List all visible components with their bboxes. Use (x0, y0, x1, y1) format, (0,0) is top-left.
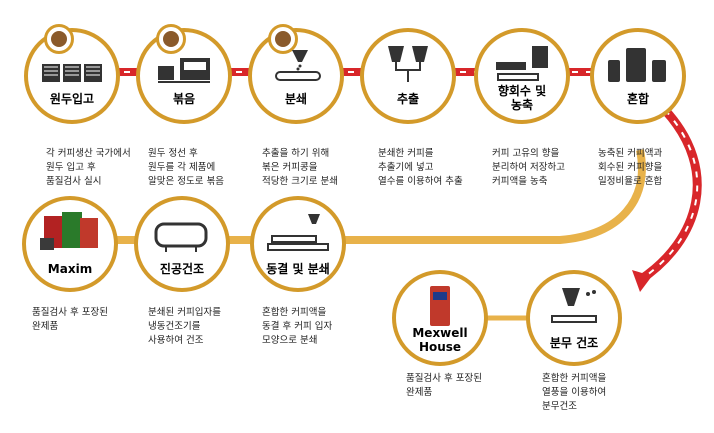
step-maxwell-product: Mexwell House (392, 270, 488, 366)
desc-line: 혼합한 커피액을 (262, 306, 402, 320)
step-aroma-recovery: 향회수 및 농축 (474, 28, 570, 124)
step-label: 원두입고 (24, 92, 120, 106)
step-maxim-product: Maxim (22, 196, 118, 292)
step-label: 혼합 (590, 92, 686, 106)
step-label: 분쇄 (248, 92, 344, 106)
step-description: 혼합한 커피액을 동결 후 커피 입자 모양으로 분쇄 (262, 306, 402, 348)
step-label: 볶음 (136, 92, 232, 106)
desc-line: 분무건조 (542, 400, 682, 414)
step-label: 동결 및 분쇄 (250, 262, 346, 276)
step-vacuum-drying: 진공건조 (134, 196, 230, 292)
mixer-tanks-icon (604, 42, 672, 90)
maxim-package-icon (36, 210, 104, 258)
bean-sacks-icon (38, 42, 106, 90)
step-label: Maxim (22, 262, 118, 276)
condenser-icon (488, 42, 556, 90)
step-label: 추출 (360, 92, 456, 106)
step-roasting: 볶음 (136, 28, 232, 124)
step-mixing: 혼합 (590, 28, 686, 124)
desc-line: 품질검사 후 포장된 (406, 372, 546, 386)
roaster-icon (150, 42, 218, 90)
desc-line: 열풍을 이용하여 (542, 386, 682, 400)
step-label: Mexwell House (392, 326, 488, 354)
step-description: 혼합한 커피액을 열풍을 이용하여 분무건조 (542, 372, 682, 414)
desc-line: 모양으로 분쇄 (262, 334, 402, 348)
step-label: 분무 건조 (526, 336, 622, 350)
step-grinding: 분쇄 (248, 28, 344, 124)
step-label: 향회수 및 농축 (474, 84, 570, 112)
step-spray-drying: 분무 건조 (526, 270, 622, 366)
grinder-icon (262, 42, 330, 90)
desc-line: 혼합한 커피액을 (542, 372, 682, 386)
step-freeze-grind: 동결 및 분쇄 (250, 196, 346, 292)
step-description: 농축된 커피액과 회수된 커피향을 일정비율로 혼합 (598, 147, 710, 189)
desc-line: 완제품 (406, 386, 546, 400)
step-description: 품질검사 후 포장된 완제품 (406, 372, 546, 400)
freeze-grinder-icon (264, 210, 332, 258)
spray-dryer-icon (540, 284, 608, 332)
step-extraction: 추출 (360, 28, 456, 124)
desc-line: 동결 후 커피 입자 (262, 320, 402, 334)
vacuum-dryer-icon (148, 210, 216, 258)
maxwell-package-icon (406, 284, 474, 332)
step-label: 진공건조 (134, 262, 230, 276)
step-bean-receipt: 원두입고 (24, 28, 120, 124)
desc-line: 농축된 커피액과 (598, 147, 710, 161)
desc-line: 일정비율로 혼합 (598, 175, 710, 189)
extractor-icon (374, 42, 442, 90)
desc-line: 회수된 커피향을 (598, 161, 710, 175)
